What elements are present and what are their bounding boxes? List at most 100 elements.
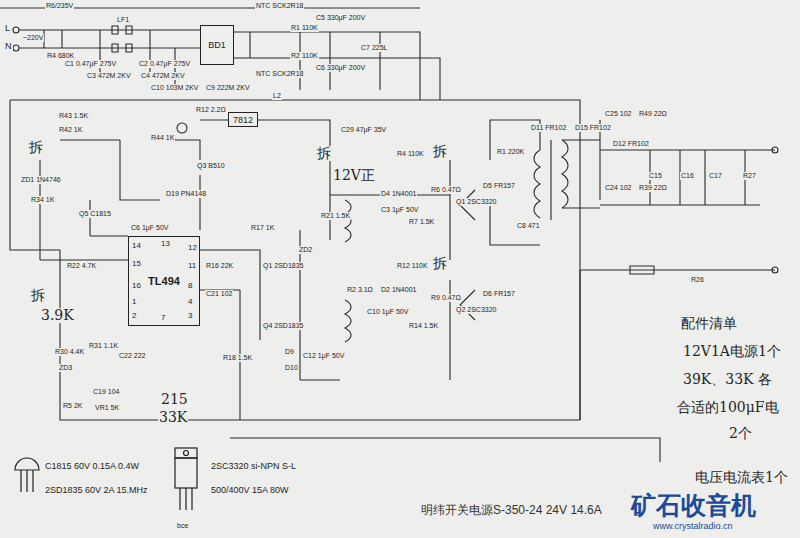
component-label: R1 220K (496, 148, 525, 156)
pin-number: 15 (131, 260, 142, 269)
component-label: R30 4.4K (54, 348, 85, 356)
component-box: BD1 (200, 25, 234, 65)
component-label: C12 1μF 50V (302, 352, 345, 360)
component-label: R44 1K (150, 134, 175, 142)
component-label: Q2 2SC3320 (455, 306, 497, 314)
component-label: C6 1μF 50V (130, 224, 170, 232)
pin-number: 13 (160, 240, 171, 249)
component-label: D6 FR157 (482, 290, 516, 298)
component-label: ZD1 1N4746 (20, 176, 62, 184)
component-label: C29 47μF 35V (340, 126, 387, 134)
spec-note: 2SC3320 si-NPN S-L (210, 462, 297, 472)
component-label: C25 102 (604, 110, 632, 118)
caption: 明纬开关电源S-350-24 24V 14.6A (420, 504, 603, 517)
component-label: ~220V (22, 34, 44, 42)
handwritten-note: 电压电流表1个 (694, 470, 789, 485)
component-label: C5 330μF 200V (315, 14, 366, 22)
component-label: R1 110K (290, 24, 319, 32)
spec-note: 2SD1835 60V 2A 15.MHz (44, 486, 149, 496)
component-label: C1 0.47μF 275V (64, 60, 117, 68)
component-label: C7 225L (360, 44, 388, 52)
component-label: C4 472M 2KV (140, 72, 186, 80)
pin-number: 1 (131, 298, 137, 307)
component-box: 7812 (228, 112, 258, 127)
component-label: R6/235V (45, 2, 74, 10)
component-label: bce (176, 522, 189, 530)
component-label: R43 1.5K (58, 112, 89, 120)
handwritten-note: 拆 (30, 288, 46, 303)
component-label: NTC SCK2R18 (255, 2, 304, 10)
component-label: D19 PN4148 (165, 190, 207, 198)
component-label: Q1 2SD1835 (262, 262, 304, 270)
component-label: R4 680K (46, 52, 75, 60)
component-label: R22 4.7K (66, 262, 97, 270)
component-label: LF1 (116, 16, 130, 24)
component-label: R7 1.5K (408, 218, 435, 226)
pin-number: 14 (131, 242, 142, 251)
component-label: R2 110K (290, 52, 319, 60)
component-label: R9 0.47Ω (430, 294, 462, 302)
component-label: ZD2 (298, 246, 313, 254)
component-label: R2 3.1Ω (346, 286, 374, 294)
watermark: 矿石收音机 (630, 492, 757, 520)
component-label: C15 (648, 172, 663, 180)
component-label: R49 22Ω (638, 110, 668, 118)
component-label: ZD3 (58, 364, 73, 372)
component-label: R21 1.5K (320, 212, 351, 220)
handwritten-note: 合适的100μF电 (676, 400, 780, 415)
component-label: Q1 2SC3320 (455, 198, 497, 206)
component-label: R42 1K (58, 126, 83, 134)
pin-number: 4 (187, 298, 193, 307)
pin-number: 11 (187, 262, 197, 271)
component-label: C17 (708, 172, 723, 180)
component-label: C9 222M 2KV (205, 84, 251, 92)
component-label: D10 (284, 364, 299, 372)
component-label: R16 22K (205, 262, 234, 270)
component-label: R27 (742, 172, 757, 180)
component-label: D12 FR102 (612, 140, 650, 148)
component-label: D2 1N4001 (380, 286, 417, 294)
component-label: R34 1K (30, 196, 55, 204)
handwritten-note: 拆 (28, 140, 44, 155)
component-label: R39 22Ω (638, 184, 668, 192)
handwritten-note: 33K (158, 410, 188, 425)
component-label: R17 1K (250, 224, 275, 232)
watermark-url: www.crystalradio.cn (652, 522, 734, 532)
handwritten-note: 拆 (316, 146, 332, 161)
handwritten-note: 39K、33K 各 (682, 372, 773, 387)
component-label: D5 FR157 (482, 182, 516, 190)
component-label: C3 1μF 50V (380, 206, 420, 214)
handwritten-note: 配件清单 (680, 316, 738, 331)
component-label: NTC SCK2R18 (255, 70, 304, 78)
spec-note: 500/400V 15A 80W (210, 486, 290, 496)
component-label: D9 (284, 348, 295, 356)
component-label: C8 471 (516, 222, 541, 230)
component-label: C22 222 (118, 352, 146, 360)
component-label: Q5 C1815 (78, 210, 112, 218)
component-label: C21 102 (205, 290, 233, 298)
part-name: BD1 (208, 40, 226, 50)
spec-note: C1815 60V 0.15A 0.4W (44, 462, 140, 472)
component-label: VR1 5K (94, 404, 120, 412)
component-label: R12 2.2Ω (195, 106, 227, 114)
component-label: R26 (690, 276, 705, 284)
component-label: R18 1.5K (222, 354, 253, 362)
spec-note: N (4, 42, 13, 52)
component-label: D11 FR102 (530, 124, 567, 132)
component-label: C2 0.47μF 275V (138, 60, 191, 68)
part-name: 7812 (233, 115, 253, 125)
component-label: R4 110K (396, 150, 425, 158)
component-label: C10 103M 2KV (150, 84, 199, 92)
component-label: L2 (272, 92, 282, 100)
component-label: C24 102 (604, 184, 632, 192)
component-label: Q4 2SD1835 (262, 322, 304, 330)
handwritten-note: 12V1A电源1个 (682, 344, 782, 359)
pin-number: 12 (187, 244, 198, 253)
component-label: R12 110K (396, 262, 429, 270)
component-label: D15 FR102 (574, 124, 612, 132)
component-label: C19 104 (92, 388, 120, 396)
component-label: R31 1.1K (88, 342, 119, 350)
pin-number: 2 (131, 312, 137, 321)
component-label: C6 330μF 200V (315, 64, 366, 72)
component-label: C3 472M 2KV (86, 72, 132, 80)
